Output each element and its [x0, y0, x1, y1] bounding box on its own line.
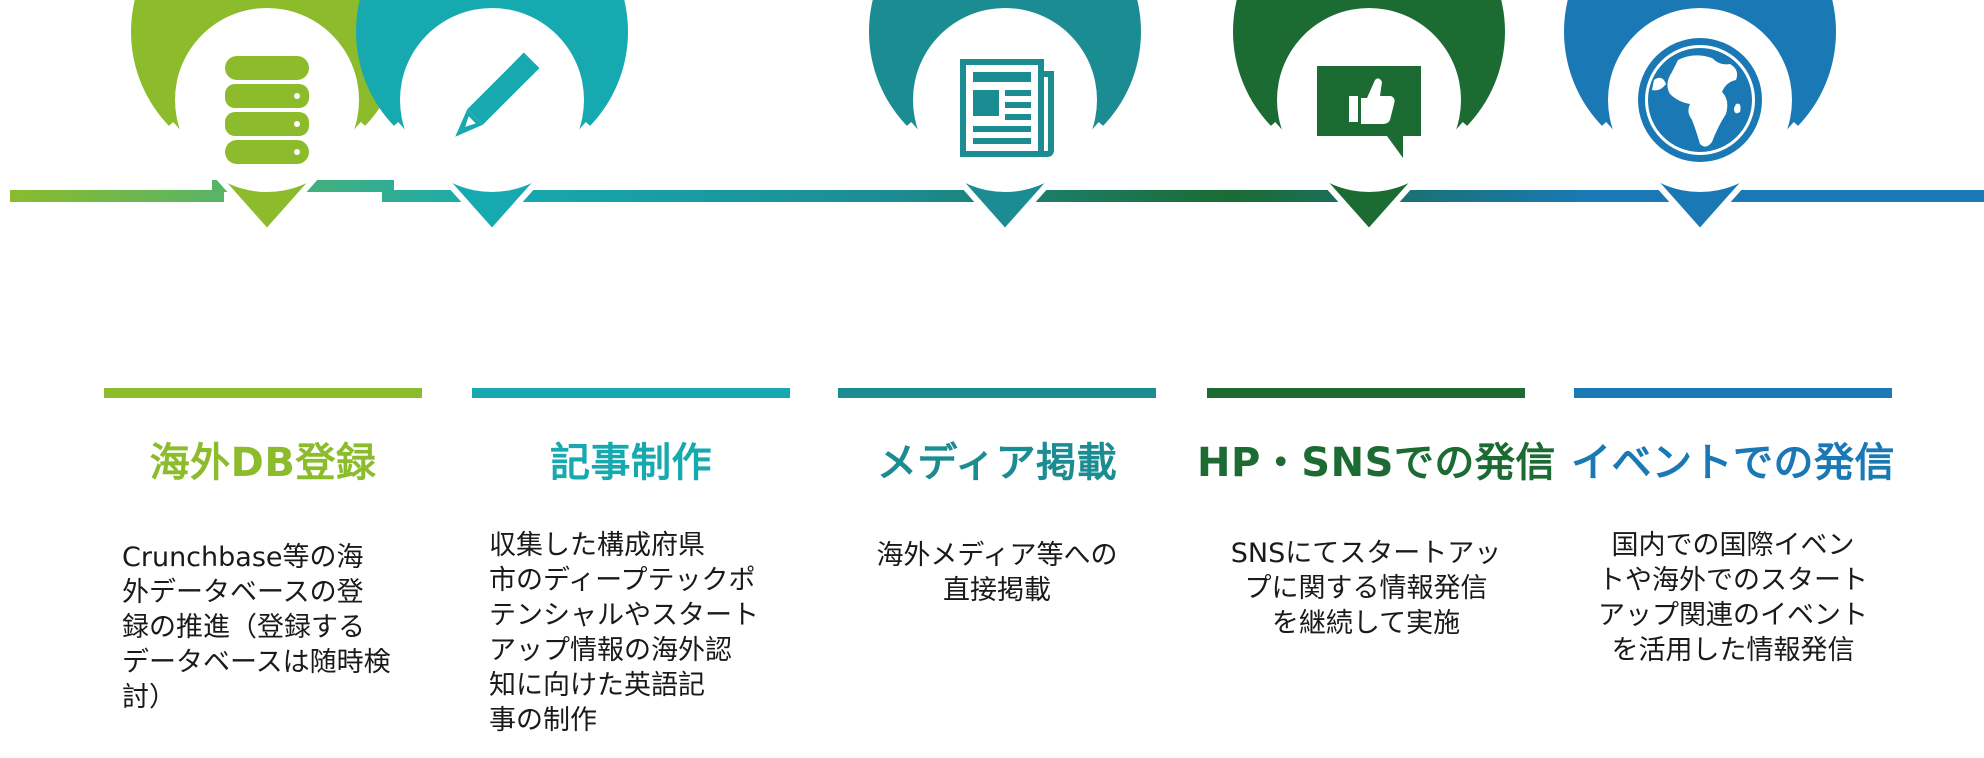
pen-icon	[455, 52, 540, 137]
step-title: 記事制作	[550, 440, 712, 486]
step-bar	[1207, 388, 1525, 398]
database-icon	[225, 56, 309, 164]
step-title: 海外DB登録	[149, 440, 377, 486]
step-title: イベントでの発信	[1571, 440, 1895, 486]
pin-marker-event	[1564, 0, 1836, 237]
step-description: Crunchbase等の海 外データベースの登 録の推進（登録する データベース…	[122, 542, 391, 713]
pin-marker-article	[356, 0, 628, 237]
pin-marker-sns	[1233, 0, 1505, 237]
step-bar	[472, 388, 790, 398]
thumbs-up-chat-icon	[1317, 66, 1421, 158]
step-description: 収集した構成府県 市のディープテックポ テンシャルやスタート アップ情報の海外認…	[489, 530, 759, 736]
step-title: HP・SNSでの発信	[1197, 440, 1556, 486]
step-description: 国内での国際イベン トや海外でのスタート アップ関連のイベント を活用した情報発…	[1598, 530, 1868, 666]
step-bar	[104, 388, 422, 398]
pin-marker-media	[869, 0, 1141, 237]
newspaper-icon	[960, 59, 1054, 157]
step-description: SNSにてスタートアッ プに関する情報発信 を継続して実施	[1230, 538, 1502, 639]
step-description: 海外メディア等への 直接掲載	[876, 540, 1118, 606]
globe-icon	[1638, 38, 1762, 162]
step-bar	[1574, 388, 1892, 398]
pin-marker-db	[131, 0, 403, 237]
step-title: メディア掲載	[876, 440, 1118, 486]
step-bar	[838, 388, 1156, 398]
